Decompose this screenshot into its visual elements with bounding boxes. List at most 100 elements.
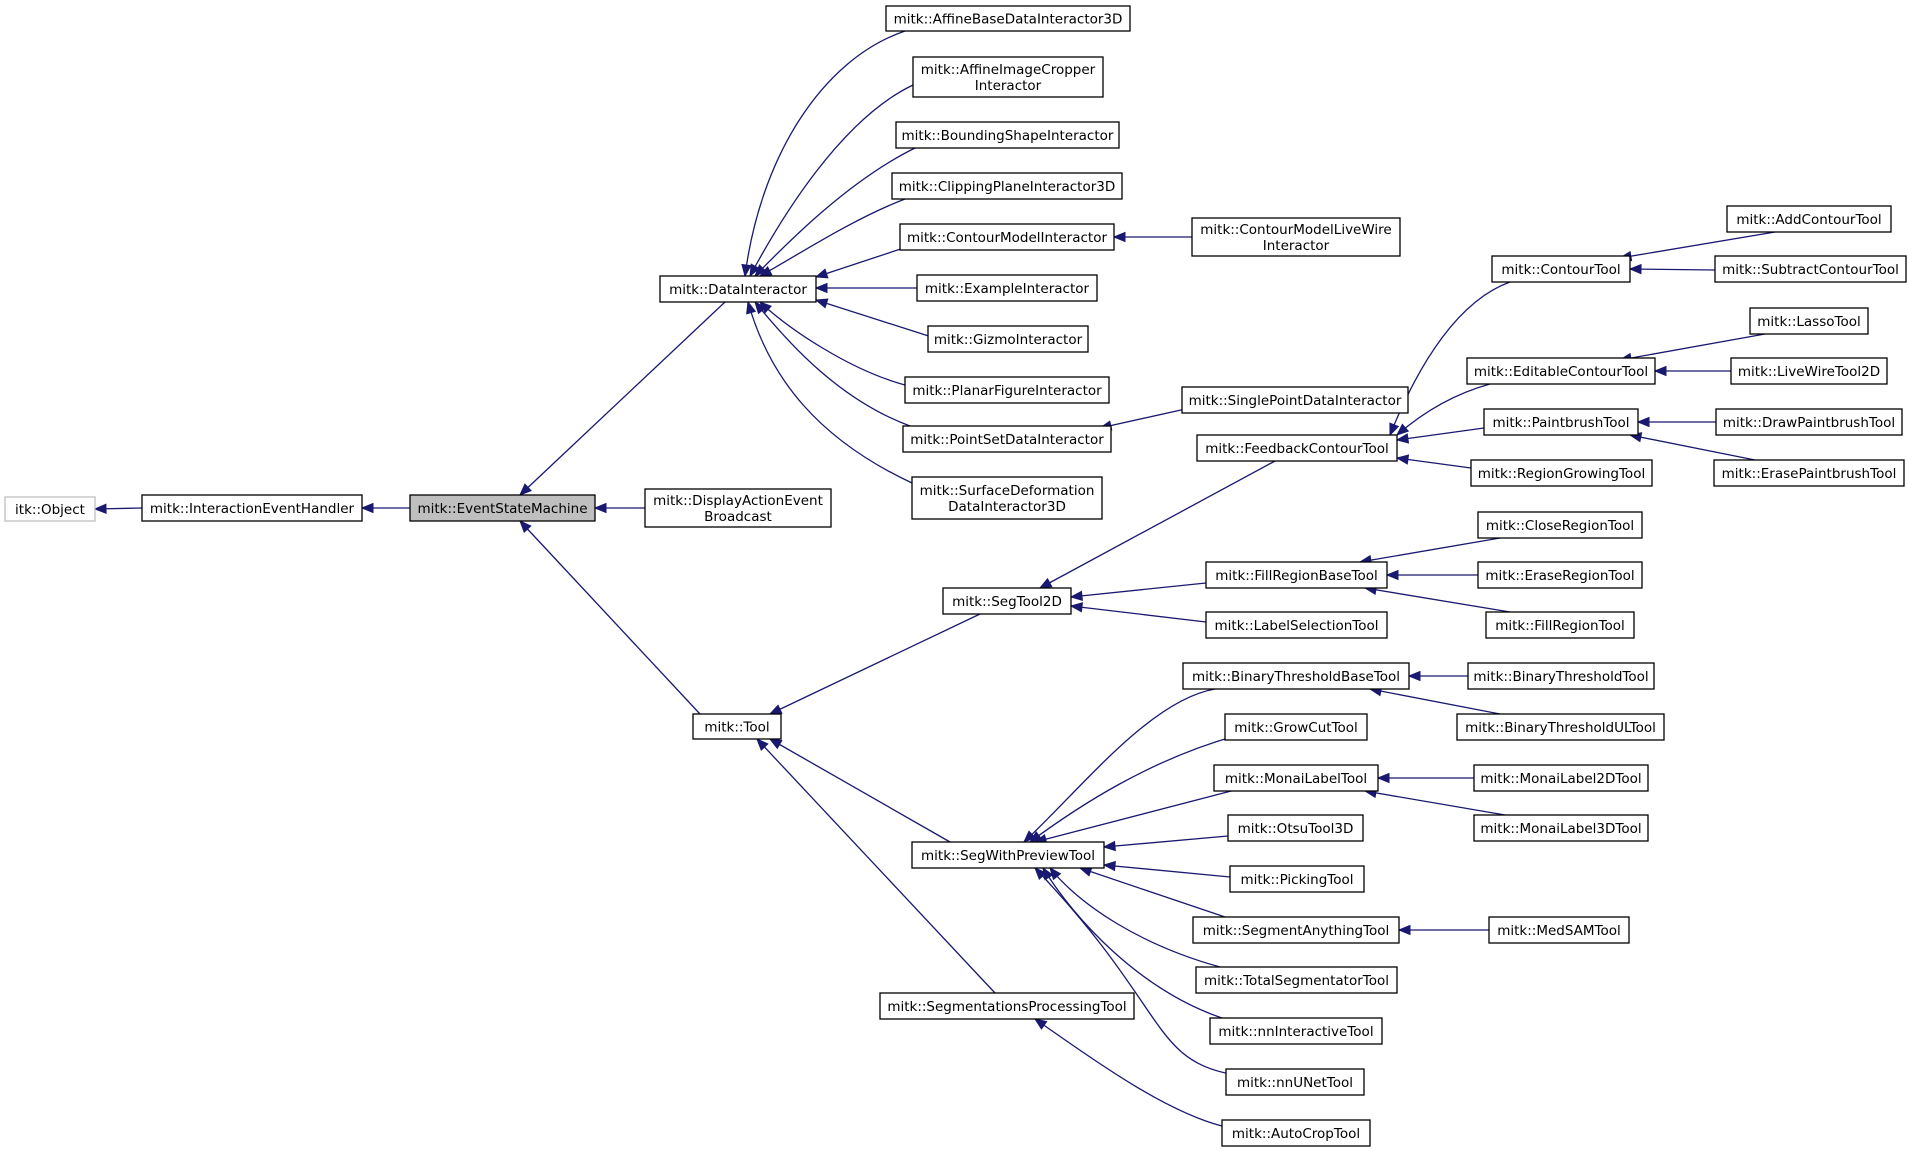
class-node-label: mitk::LabelSelectionTool bbox=[1215, 618, 1379, 634]
class-node-label-selection-tool[interactable]: mitk::LabelSelectionTool bbox=[1205, 611, 1388, 639]
edge-arrowhead bbox=[754, 264, 767, 277]
class-node-clipping-plane-interactor3-d[interactable]: mitk::ClippingPlaneInteractor3D bbox=[891, 172, 1123, 200]
class-node-planar-figure-interactor[interactable]: mitk::PlanarFigureInteractor bbox=[904, 376, 1110, 404]
class-node-box bbox=[1715, 408, 1903, 436]
class-node-auto-crop-tool[interactable]: mitk::AutoCropTool bbox=[1221, 1119, 1371, 1147]
class-node-label: mitk::nnInteractiveTool bbox=[1218, 1024, 1373, 1040]
edge-arrowhead bbox=[1389, 422, 1400, 437]
class-node-subtract-contour-tool[interactable]: mitk::SubtractContourTool bbox=[1714, 255, 1907, 283]
class-node-live-wire-tool2-d[interactable]: mitk::LiveWireTool2D bbox=[1730, 357, 1888, 385]
class-node-binary-threshold-ultool[interactable]: mitk::BinaryThresholdULTool bbox=[1456, 713, 1665, 741]
edge-display-action-event-broadcast-to-event-state-machine bbox=[593, 502, 645, 514]
class-node-box bbox=[942, 587, 1072, 615]
class-node-monai-label3-dtool[interactable]: mitk::MonaiLabel3DTool bbox=[1473, 814, 1649, 842]
edge-arrowhead bbox=[1102, 860, 1116, 872]
class-node-label: mitk::DataInteractor bbox=[669, 282, 807, 298]
class-node-contour-model-interactor[interactable]: mitk::ContourModelInteractor bbox=[899, 223, 1115, 251]
class-node-gizmo-interactor[interactable]: mitk::GizmoInteractor bbox=[927, 325, 1089, 353]
class-node-label: mitk::ExampleInteractor bbox=[925, 281, 1090, 297]
class-node-itk-object[interactable]: itk::Object bbox=[4, 496, 96, 522]
edge-arrowhead bbox=[1034, 867, 1047, 880]
class-node-total-segmentator-tool[interactable]: mitk::TotalSegmentatorTool bbox=[1195, 966, 1398, 994]
class-node-point-set-data-interactor[interactable]: mitk::PointSetDataInteractor bbox=[902, 425, 1112, 453]
edge-arrowhead bbox=[814, 298, 829, 309]
class-node-nn-unet-tool[interactable]: mitk::nnUNetTool bbox=[1225, 1068, 1365, 1096]
class-node-monai-label-tool[interactable]: mitk::MonaiLabelTool bbox=[1213, 764, 1379, 792]
class-node-box bbox=[692, 713, 782, 740]
class-node-box bbox=[1713, 459, 1905, 487]
class-node-picking-tool[interactable]: mitk::PickingTool bbox=[1229, 865, 1365, 893]
edge-fill-region-tool-to-fill-region-base-tool bbox=[1363, 584, 1511, 613]
edge-line bbox=[1619, 231, 1776, 259]
class-node-box bbox=[1195, 966, 1398, 994]
class-node-grow-cut-tool[interactable]: mitk::GrowCutTool bbox=[1224, 713, 1368, 741]
class-node-contour-tool[interactable]: mitk::ContourTool bbox=[1491, 255, 1631, 283]
class-node-seg-tool2-d[interactable]: mitk::SegTool2D bbox=[942, 587, 1072, 615]
class-node-binary-threshold-base-tool[interactable]: mitk::BinaryThresholdBaseTool bbox=[1182, 662, 1410, 690]
edge-total-segmentator-tool-to-seg-with-preview-tool bbox=[1049, 866, 1221, 968]
class-node-feedback-contour-tool[interactable]: mitk::FeedbackContourTool bbox=[1196, 434, 1398, 462]
class-node-affine-base-data-interactor3-d[interactable]: mitk::AffineBaseDataInteractor3D bbox=[885, 5, 1131, 32]
class-node-segmentations-processing-tool[interactable]: mitk::SegmentationsProcessingTool bbox=[879, 992, 1135, 1020]
class-node-editable-contour-tool[interactable]: mitk::EditableContourTool bbox=[1466, 357, 1656, 385]
edge-arrowhead bbox=[1397, 924, 1411, 936]
edge-arrowhead bbox=[1385, 569, 1399, 581]
class-node-label: mitk::DisplayActionEvent bbox=[653, 493, 823, 509]
class-node-otsu-tool3-d[interactable]: mitk::OtsuTool3D bbox=[1227, 814, 1364, 842]
class-node-fill-region-tool[interactable]: mitk::FillRegionTool bbox=[1485, 611, 1635, 639]
class-node-single-point-data-interactor[interactable]: mitk::SinglePointDataInteractor bbox=[1181, 386, 1409, 414]
class-node-box bbox=[1488, 916, 1630, 944]
class-node-example-interactor[interactable]: mitk::ExampleInteractor bbox=[916, 274, 1098, 302]
class-node-nn-interactive-tool[interactable]: mitk::nnInteractiveTool bbox=[1209, 1017, 1383, 1045]
class-node-draw-paintbrush-tool[interactable]: mitk::DrawPaintbrushTool bbox=[1715, 408, 1903, 436]
class-node-tool[interactable]: mitk::Tool bbox=[692, 713, 782, 740]
class-node-label: mitk::SegmentAnythingTool bbox=[1203, 923, 1390, 939]
edge-planar-figure-interactor-to-data-interactor bbox=[759, 301, 906, 386]
edge-line bbox=[1359, 537, 1501, 563]
class-node-monai-label2-dtool[interactable]: mitk::MonaiLabel2DTool bbox=[1473, 764, 1649, 792]
edge-arrowhead bbox=[1407, 670, 1421, 682]
class-node-binary-threshold-tool[interactable]: mitk::BinaryThresholdTool bbox=[1467, 662, 1655, 690]
edge-nn-unet-tool-to-seg-with-preview-tool bbox=[1034, 867, 1236, 1076]
class-node-segment-anything-tool[interactable]: mitk::SegmentAnythingTool bbox=[1192, 916, 1400, 944]
class-node-med-samtool[interactable]: mitk::MedSAMTool bbox=[1488, 916, 1630, 944]
edge-arrowhead bbox=[756, 738, 769, 751]
edge-auto-crop-tool-to-segmentations-processing-tool bbox=[1033, 1018, 1223, 1127]
class-node-label: mitk::EraseRegionTool bbox=[1485, 568, 1634, 584]
class-node-label: mitk::LassoTool bbox=[1757, 314, 1860, 330]
class-node-add-contour-tool[interactable]: mitk::AddContourTool bbox=[1726, 205, 1892, 233]
edge-line bbox=[754, 147, 916, 277]
class-node-lasso-tool[interactable]: mitk::LassoTool bbox=[1749, 307, 1869, 335]
class-node-erase-paintbrush-tool[interactable]: mitk::ErasePaintbrushTool bbox=[1713, 459, 1905, 487]
class-node-seg-with-preview-tool[interactable]: mitk::SegWithPreviewTool bbox=[911, 841, 1105, 869]
class-node-box bbox=[916, 274, 1098, 302]
class-node-event-state-machine[interactable]: mitk::EventStateMachine bbox=[409, 494, 596, 522]
class-node-data-interactor[interactable]: mitk::DataInteractor bbox=[659, 275, 817, 303]
class-node-label: mitk::EditableContourTool bbox=[1474, 364, 1648, 380]
edges-layer bbox=[93, 30, 1776, 1127]
class-node-label: mitk::nnUNetTool bbox=[1237, 1075, 1353, 1091]
edge-picking-tool-to-seg-with-preview-tool bbox=[1102, 860, 1231, 878]
edge-arrowhead bbox=[1069, 602, 1084, 613]
class-node-label: mitk::BinaryThresholdBaseTool bbox=[1192, 669, 1400, 685]
edge-arrowhead bbox=[1112, 231, 1126, 243]
edge-paintbrush-tool-to-feedback-contour-tool bbox=[1395, 427, 1485, 444]
class-node-fill-region-base-tool[interactable]: mitk::FillRegionBaseTool bbox=[1205, 561, 1388, 589]
class-node-box bbox=[1466, 357, 1656, 385]
edge-line bbox=[1099, 407, 1191, 429]
class-node-box bbox=[885, 5, 1131, 32]
class-node-bounding-shape-interactor[interactable]: mitk::BoundingShapeInteractor bbox=[895, 121, 1120, 149]
class-node-label: mitk::BinaryThresholdTool bbox=[1473, 669, 1648, 685]
class-node-paintbrush-tool[interactable]: mitk::PaintbrushTool bbox=[1483, 408, 1639, 436]
class-node-close-region-tool[interactable]: mitk::CloseRegionTool bbox=[1477, 511, 1643, 539]
class-node-interaction-event-handler[interactable]: mitk::InteractionEventHandler bbox=[141, 494, 363, 522]
class-node-erase-region-tool[interactable]: mitk::EraseRegionTool bbox=[1477, 561, 1643, 589]
edge-line bbox=[1364, 790, 1506, 816]
class-node-region-growing-tool[interactable]: mitk::RegionGrowingTool bbox=[1470, 459, 1653, 487]
class-node-label: mitk::SinglePointDataInteractor bbox=[1189, 393, 1402, 409]
class-node-label: mitk::SegmentationsProcessingTool bbox=[887, 999, 1126, 1015]
